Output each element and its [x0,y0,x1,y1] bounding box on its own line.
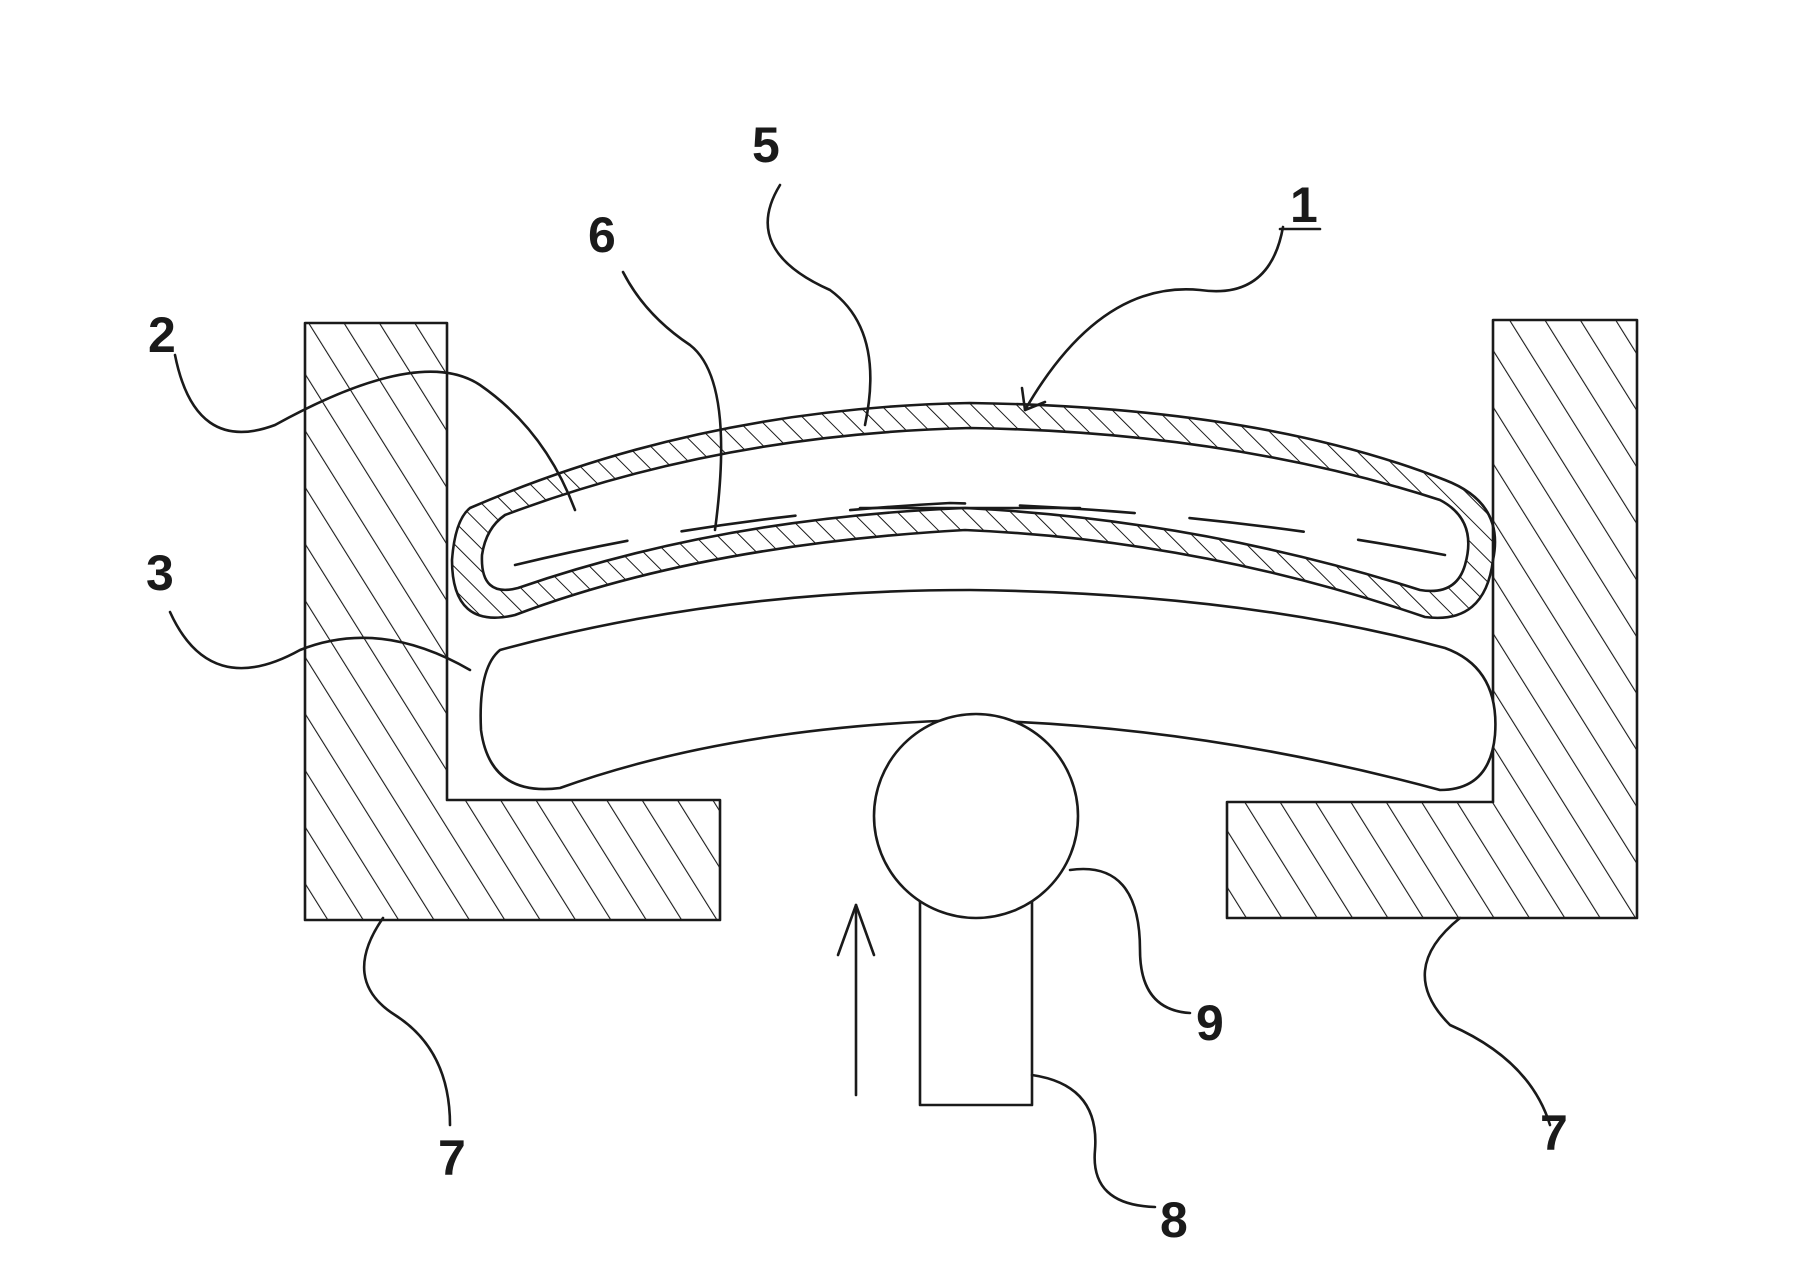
label-5: 5 [752,117,780,173]
label-1: 1 [1290,177,1318,233]
leader-7-right [1425,918,1550,1125]
leader-8 [1032,1075,1155,1207]
label-7-right: 7 [1540,1105,1568,1161]
leader-7-left [364,918,450,1125]
label-8: 8 [1160,1192,1188,1248]
label-9: 9 [1196,995,1224,1051]
label-7-left: 7 [438,1130,466,1186]
label-6: 6 [588,207,616,263]
label-2: 2 [148,307,176,363]
label-3: 3 [146,545,174,601]
presser-ball [874,714,1078,918]
leader-5 [768,185,871,425]
leader-1 [1025,227,1283,410]
leader-9 [1070,869,1190,1013]
